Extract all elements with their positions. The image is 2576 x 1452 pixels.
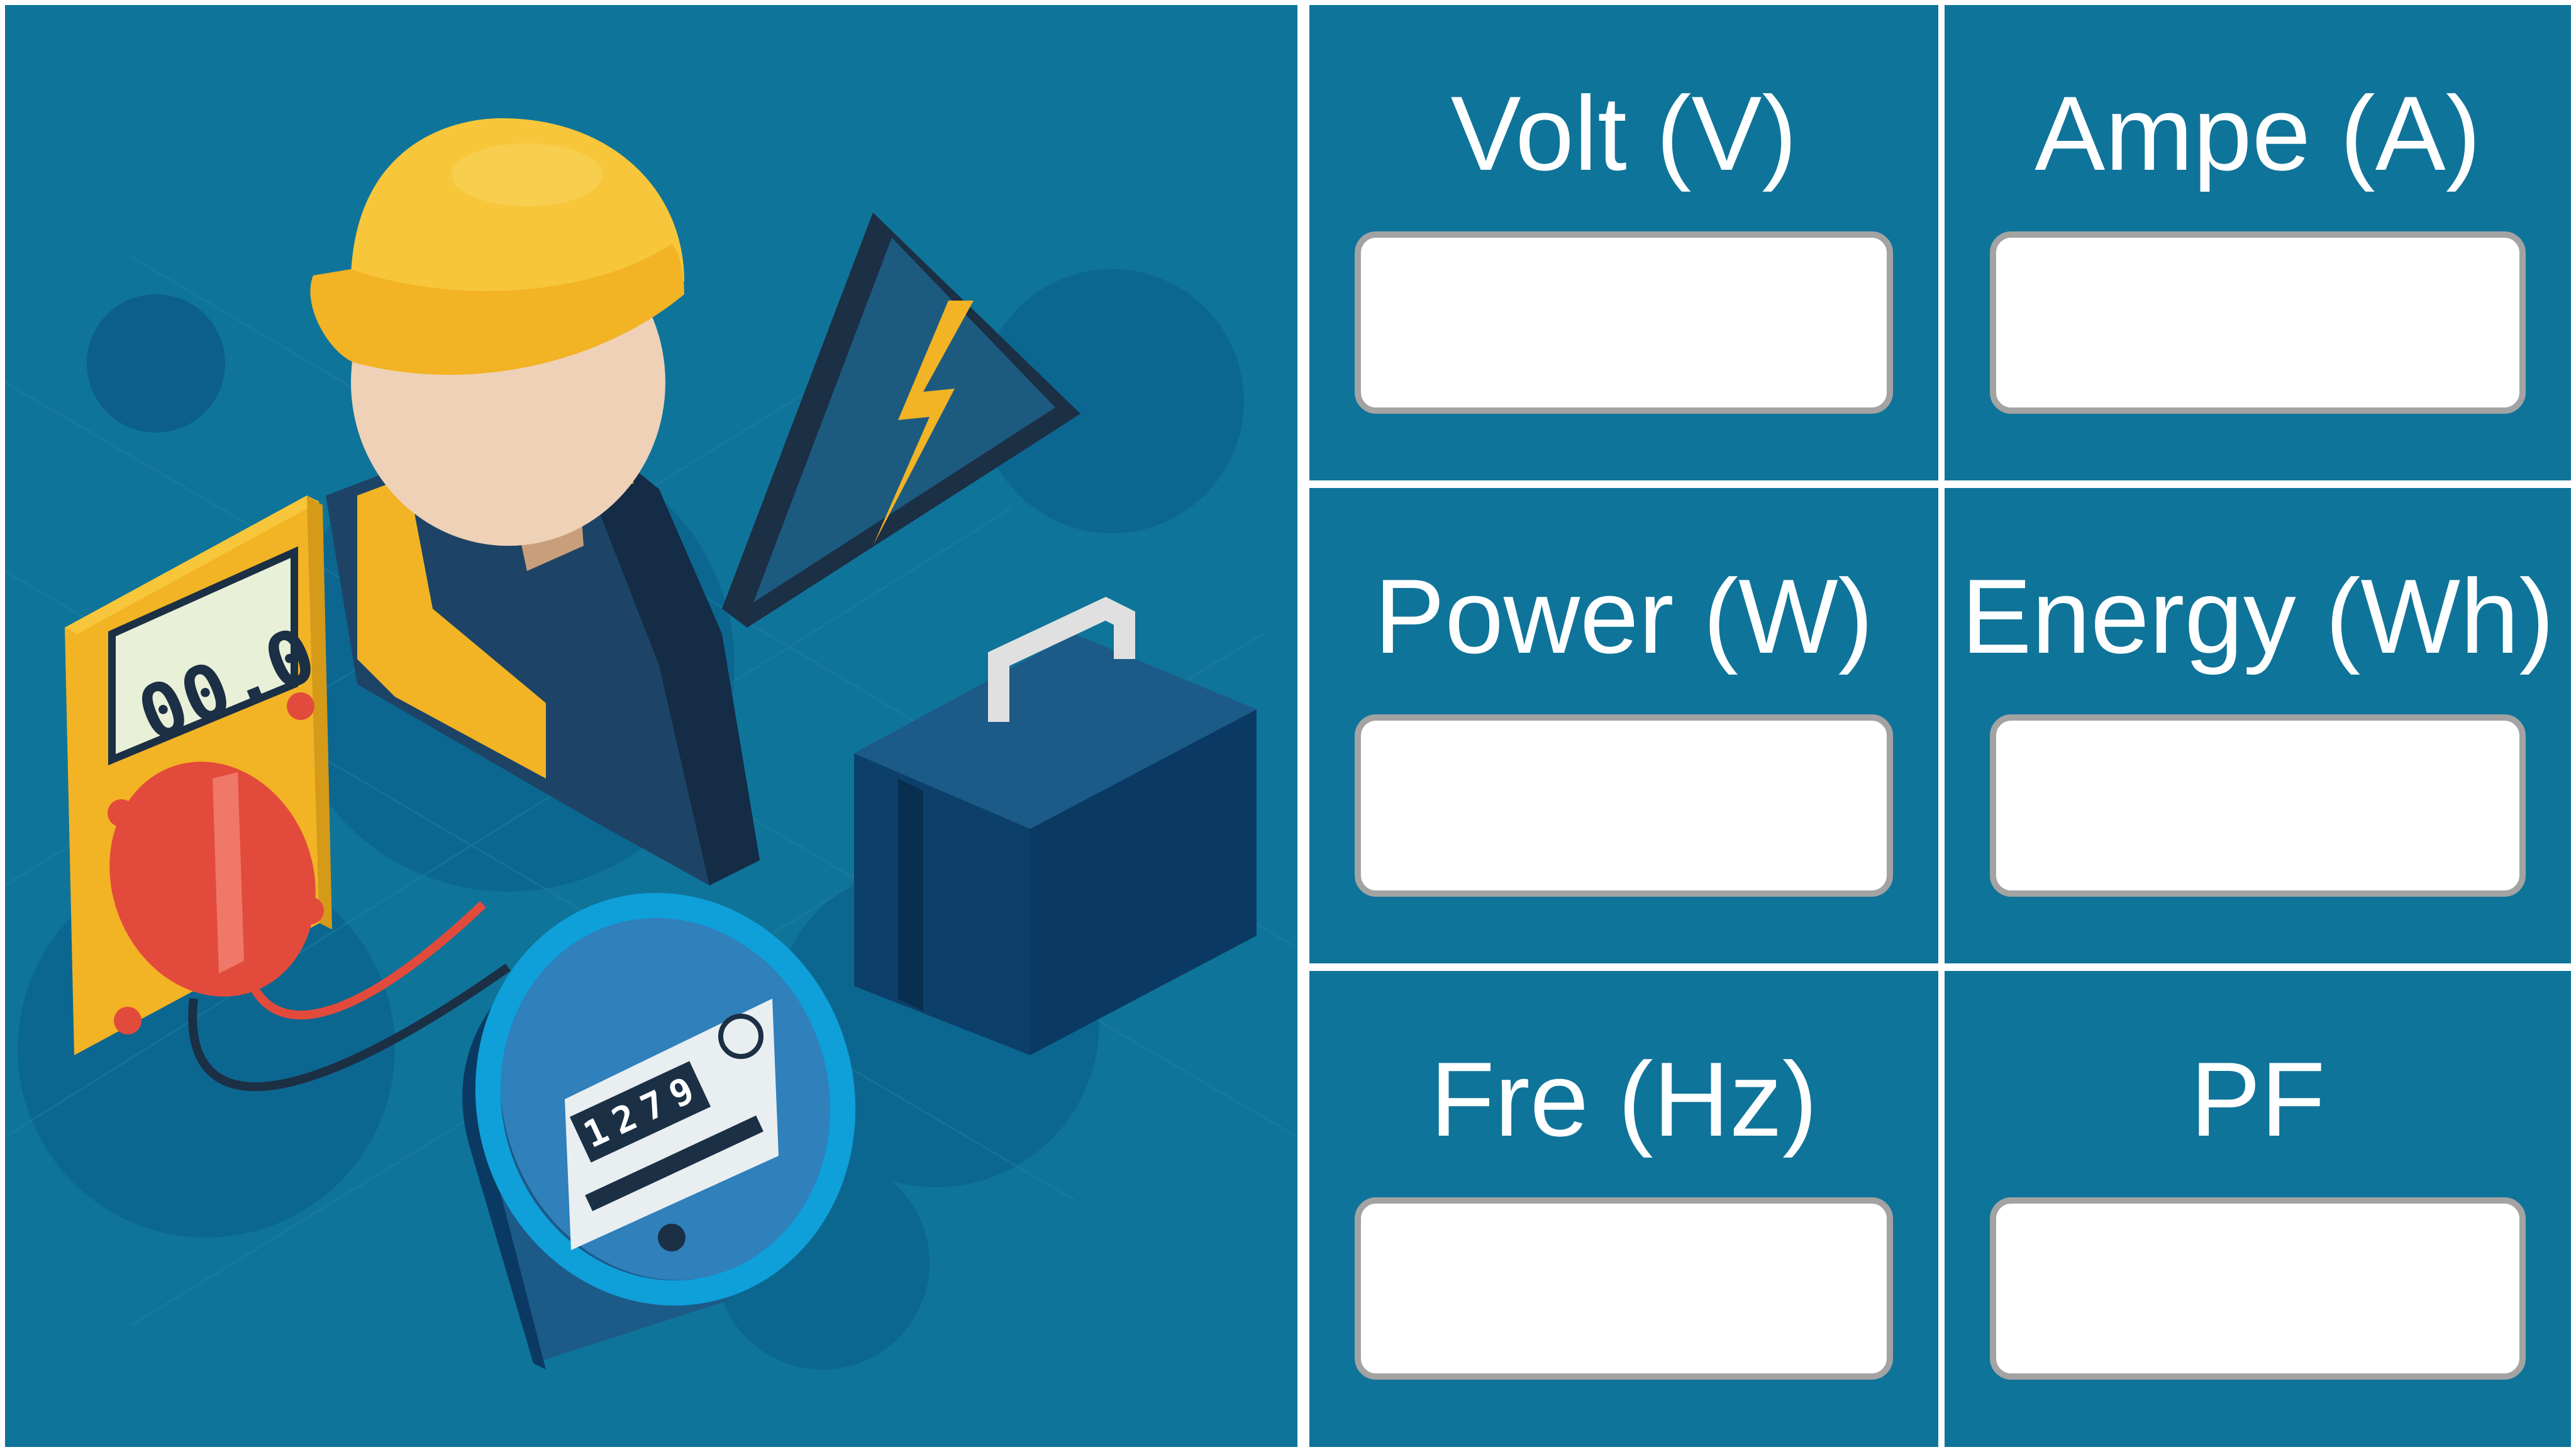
power-panel: Power (W) <box>1309 488 1938 963</box>
pf-panel: PF <box>1945 971 2571 1447</box>
energy-label: Energy (Wh) <box>1961 557 2555 675</box>
volt-field[interactable] <box>1355 231 1893 414</box>
high-voltage-warning-icon <box>722 213 1080 628</box>
frequency-label: Fre (Hz) <box>1430 1040 1818 1158</box>
ampe-panel: Ampe (A) <box>1945 5 2571 480</box>
electrician-illustration: 00.0 <box>5 5 1297 1447</box>
frequency-panel: Fre (Hz) <box>1309 971 1938 1447</box>
pf-label: PF <box>2190 1040 2326 1158</box>
volt-label: Volt (V) <box>1450 74 1797 192</box>
energy-panel: Energy (Wh) <box>1945 488 2571 963</box>
power-field[interactable] <box>1355 714 1893 897</box>
electric-meter-icon: 1 2 7 9 <box>462 892 856 1370</box>
toolbox-icon <box>854 597 1257 1055</box>
ampe-label: Ampe (A) <box>2035 74 2481 192</box>
worker-icon <box>310 118 760 885</box>
pf-field[interactable] <box>1990 1197 2526 1380</box>
ampe-field[interactable] <box>1990 231 2526 414</box>
frequency-field[interactable] <box>1355 1197 1893 1380</box>
volt-panel: Volt (V) <box>1309 5 1938 480</box>
energy-field[interactable] <box>1990 714 2526 897</box>
power-label: Power (W) <box>1374 557 1874 675</box>
multimeter-icon: 00.0 <box>65 496 511 1092</box>
